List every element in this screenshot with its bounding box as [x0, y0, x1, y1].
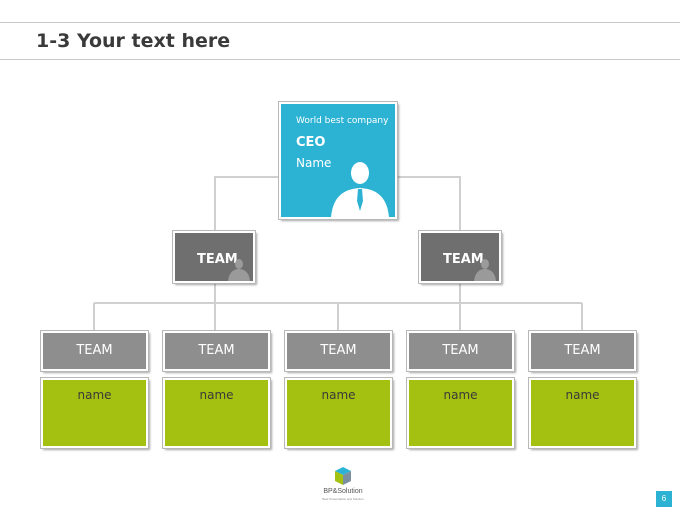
team-box-4[interactable]: TEAM	[406, 330, 515, 372]
top-rule	[0, 22, 680, 23]
ceo-role: CEO	[296, 135, 326, 150]
company-logo: BP&Solution Best Presentation and Soluti…	[312, 466, 374, 502]
page-number-badge: 6	[656, 491, 672, 507]
name-box-3[interactable]: name	[284, 377, 393, 449]
ceo-tagline: World best company	[296, 116, 389, 126]
team-box-5[interactable]: TEAM	[528, 330, 637, 372]
ceo-box[interactable]: World best company CEO Name	[278, 101, 398, 220]
name-box-5[interactable]: name	[528, 377, 637, 449]
team-box-2[interactable]: TEAM	[162, 330, 271, 372]
logo-brand: BP&Solution	[323, 488, 363, 495]
title-bar	[0, 23, 680, 60]
team-label: TEAM	[443, 252, 484, 267]
person-silhouette-icon	[331, 162, 389, 217]
team-box-1[interactable]: TEAM	[40, 330, 149, 372]
name-box-2[interactable]: name	[162, 377, 271, 449]
team-top-right[interactable]: TEAM	[418, 230, 502, 284]
ceo-name: Name	[296, 156, 332, 170]
connector-ceo-left	[214, 176, 279, 231]
connector-ceo-right	[397, 176, 461, 231]
bp-solution-logo-icon	[335, 467, 351, 485]
team-box-3[interactable]: TEAM	[284, 330, 393, 372]
name-box-4[interactable]: name	[406, 377, 515, 449]
team-top-left[interactable]: TEAM	[172, 230, 256, 284]
team-label: TEAM	[197, 252, 238, 267]
page-title: 1-3 Your text here	[36, 30, 231, 52]
person-silhouette-icon	[228, 259, 250, 281]
logo-tagline: Best Presentation and Solution	[322, 497, 364, 501]
name-box-1[interactable]: name	[40, 377, 149, 449]
person-silhouette-icon	[474, 259, 496, 281]
